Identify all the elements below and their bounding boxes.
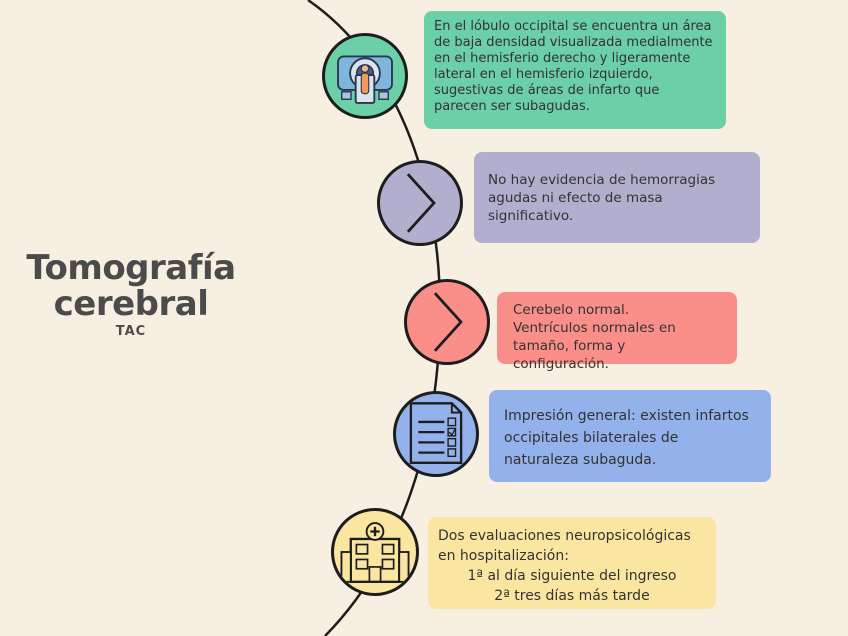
title-block: Tomografía cerebral TAC (0, 250, 262, 339)
title-line-2: cerebral (53, 284, 209, 324)
page-subtitle: TAC (115, 324, 147, 339)
step-4-text: Impresión general: existen infartos occi… (504, 408, 749, 468)
step-1-text: En el lóbulo occipital se encuentra un á… (434, 19, 713, 114)
step-3-line-1: Cerebelo normal. (513, 302, 630, 318)
ct-scanner-icon (322, 33, 408, 119)
step-2-box: No hay evidencia de hemorragias agudas n… (474, 152, 760, 243)
step-5-line-2: 1ª al día siguiente del ingreso (467, 568, 677, 584)
chevron-right-icon (404, 279, 490, 365)
step-1-box: En el lóbulo occipital se encuentra un á… (424, 11, 726, 129)
step-5-line-1: Dos evaluaciones neuropsicológicas en ho… (438, 528, 691, 564)
page-title: Tomografía cerebral (0, 250, 262, 322)
chevron-right-icon (377, 160, 463, 246)
step-5-box: Dos evaluaciones neuropsicológicas en ho… (428, 517, 716, 609)
title-line-1: Tomografía (26, 248, 236, 288)
step-3-box: Cerebelo normal. Ventrículos normales en… (497, 292, 737, 372)
checklist-icon (393, 391, 479, 477)
step-3-line-2: Ventrículos normales en tamaño, forma y … (513, 320, 676, 372)
step-2-text: No hay evidencia de hemorragias agudas n… (488, 172, 716, 224)
hospital-icon (331, 508, 419, 596)
step-5-line-3: 2ª tres días más tarde (494, 588, 650, 604)
step-4-box: Impresión general: existen infartos occi… (489, 390, 771, 482)
